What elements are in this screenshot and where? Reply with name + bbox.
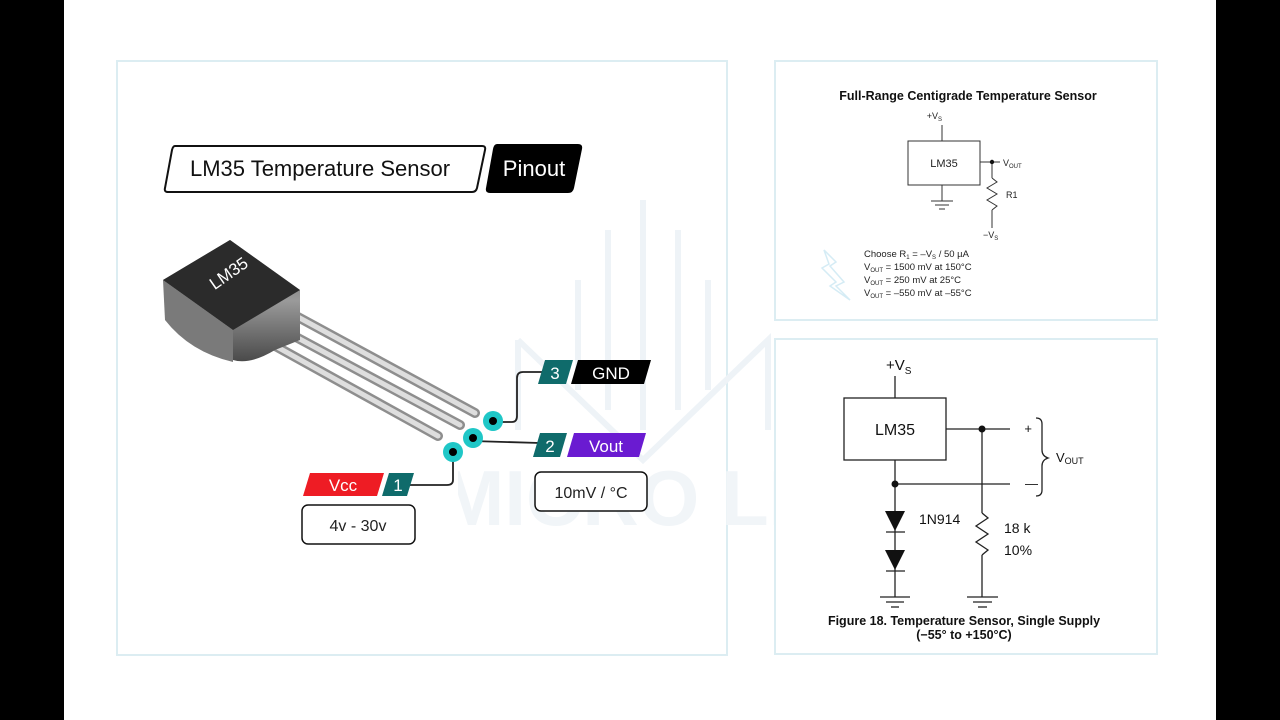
resistor-value: 18 k <box>1004 520 1031 536</box>
title-text: LM35 Temperature Sensor <box>190 156 450 181</box>
resistor-tolerance: 10% <box>1004 542 1032 558</box>
lightning-icon <box>820 249 851 301</box>
pin-3-number: 3 <box>550 364 559 383</box>
supply-neg-label: −VS <box>983 230 998 242</box>
note-line: VOUT = 250 mV at 25°C <box>864 275 961 287</box>
note-line: VOUT = –550 mV at –55°C <box>864 288 972 300</box>
diode-2 <box>885 550 905 570</box>
pin-1-note: 4v - 30v <box>330 518 387 535</box>
note-line: Choose R1 = –VS / 50 µA <box>864 249 970 261</box>
full-range-title: Full-Range Centigrade Temperature Sensor <box>839 89 1097 103</box>
title-badge: LM35 Temperature Sensor Pinout <box>163 144 583 193</box>
pin-wires <box>410 371 545 486</box>
pin-3-label: 3 GND <box>538 360 651 384</box>
full-range-circuit-panel <box>774 60 1158 321</box>
design-notes: Choose R1 = –VS / 50 µA VOUT = 1500 mV a… <box>864 249 972 300</box>
vout-label: VOUT <box>1056 450 1084 466</box>
single-supply-circuit-panel <box>774 338 1158 655</box>
lm35-chip: LM35 <box>163 240 300 362</box>
pin-1-name: Vcc <box>329 476 358 495</box>
pin-pads <box>443 411 503 462</box>
vout-label: VOUT <box>1003 158 1022 170</box>
chip-label: LM35 <box>875 422 915 439</box>
diode-label: 1N914 <box>919 511 960 527</box>
figure-caption-range: (−55° to +150°C) <box>916 628 1011 642</box>
chip-label: LM35 <box>930 158 958 170</box>
full-range-schematic: Full-Range Centigrade Temperature Sensor… <box>820 89 1097 301</box>
pin-2-number: 2 <box>545 437 554 456</box>
pin-1-label: Vcc 1 4v - 30v <box>301 473 416 545</box>
minus-sign: — <box>1025 476 1038 491</box>
note-line: VOUT = 1500 mV at 150°C <box>864 262 972 274</box>
diode-1 <box>885 511 905 531</box>
single-supply-schematic: +VS LM35 + — VOUT 1N914 18 k 10% Figure … <box>828 357 1100 642</box>
pin-2-name: Vout <box>589 437 623 456</box>
plus-sign: + <box>1024 421 1032 436</box>
title-tag: Pinout <box>503 156 565 181</box>
pin-2-note: 10mV / °C <box>554 485 627 502</box>
pin-2-label: 2 Vout 10mV / °C <box>533 433 648 512</box>
pin-1-number: 1 <box>393 476 402 495</box>
pin-3-name: GND <box>592 364 630 383</box>
r1-label: R1 <box>1006 190 1018 200</box>
figure-caption: Figure 18. Temperature Sensor, Single Su… <box>828 614 1100 628</box>
supply-label: +VS <box>886 357 912 377</box>
supply-pos-label: +VS <box>927 111 942 123</box>
